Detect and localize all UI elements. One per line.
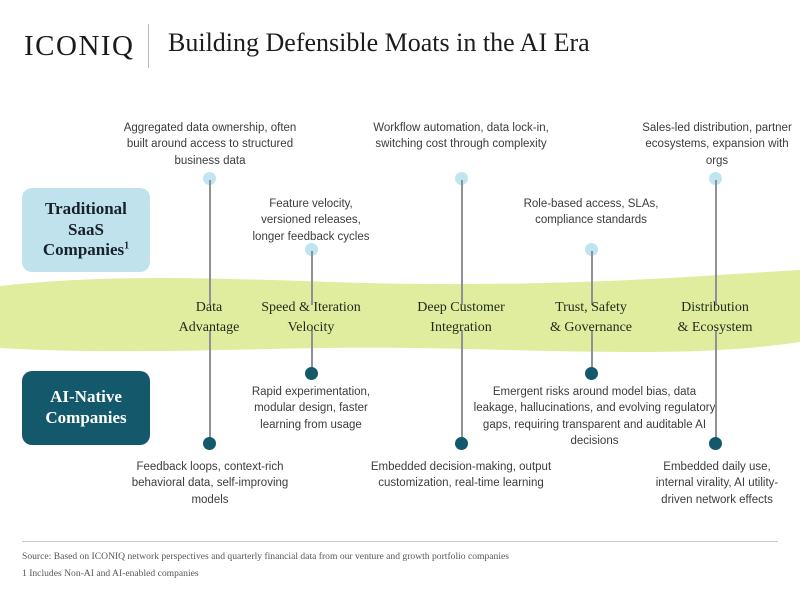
connector-dot-bottom-3	[455, 437, 468, 450]
footer-divider	[22, 541, 778, 542]
connector-line-top-5	[714, 180, 717, 305]
pillar-3-line2: Integration	[430, 319, 492, 335]
category-traditional-line1: Traditional	[45, 198, 127, 218]
connector-line-bottom-2	[310, 330, 313, 372]
pillar-2-line1: Speed & Iteration	[261, 300, 361, 315]
category-traditional-line3: Companies	[42, 240, 125, 260]
pillar-2-line2: Velocity	[287, 319, 335, 335]
connector-dot-bottom-1	[203, 437, 216, 450]
pillar-label-3: Deep Customer Integration	[391, 298, 531, 338]
source-note: Source: Based on ICONIQ network perspect…	[22, 551, 509, 562]
connector-line-top-4	[590, 251, 593, 305]
category-ai-native-line2: Companies	[45, 408, 127, 427]
pillar-label-2: Speed & Iteration Velocity	[241, 298, 381, 338]
connector-line-bottom-3	[460, 330, 463, 442]
pillar-1-line2: Advantage	[178, 319, 240, 335]
connector-dot-bottom-5	[709, 437, 722, 450]
annotation-ai-native-4: Emergent risks around model bias, data l…	[473, 386, 716, 447]
connector-line-top-3	[460, 180, 463, 305]
annotation-traditional-4: Role-based access, SLAs, compliance stan…	[523, 198, 659, 227]
connector-line-bottom-1	[208, 330, 211, 442]
annotation-ai-native-2: Rapid experimentation, modular design, f…	[251, 386, 371, 431]
connector-line-top-1	[208, 180, 211, 305]
annotation-traditional-2: Feature velocity, versioned releases, lo…	[252, 198, 370, 243]
iconiq-logo: ICONIQ	[24, 30, 135, 62]
category-traditional-footnote-marker: 1	[124, 240, 130, 252]
category-traditional-line2: SaaS	[68, 219, 104, 239]
connector-line-top-2	[310, 251, 313, 305]
category-traditional-saas: Traditional SaaS Companies1	[22, 188, 150, 272]
annotation-traditional-1: Aggregated data ownership, often built a…	[123, 122, 297, 167]
pillar-label-4: Trust, Safety & Governance	[521, 298, 661, 338]
annotation-ai-native-1: Feedback loops, context-rich behavioral …	[131, 461, 289, 506]
pillars-band	[0, 268, 800, 358]
annotation-traditional-5: Sales-led distribution, partner ecosyste…	[642, 122, 792, 167]
connector-dot-top-5	[709, 172, 722, 185]
connector-line-bottom-4	[590, 330, 593, 372]
annotation-traditional-3: Workflow automation, data lock-in, switc…	[373, 122, 549, 151]
category-ai-native: AI-Native Companies	[22, 371, 150, 445]
connector-dot-top-4	[585, 243, 598, 256]
pillar-label-5: Distribution & Ecosystem	[645, 298, 785, 338]
pillar-5-line2: & Ecosystem	[677, 319, 753, 335]
pillar-label-1: Data Advantage	[139, 298, 279, 338]
pillar-3-line1: Deep Customer	[417, 300, 505, 315]
annotation-ai-native-3: Embedded decision-making, output customi…	[370, 461, 552, 490]
header-divider	[148, 24, 149, 68]
footnote-1: 1 Includes Non-AI and AI-enabled compani…	[22, 568, 199, 579]
band-shape	[0, 270, 800, 352]
connector-line-bottom-5	[714, 330, 717, 442]
connector-dot-bottom-4	[585, 367, 598, 380]
page-header: ICONIQ Building Defensible Moats in the …	[0, 0, 800, 86]
connector-dot-top-2	[305, 243, 318, 256]
connector-dot-bottom-2	[305, 367, 318, 380]
category-ai-native-line1: AI-Native	[50, 387, 122, 407]
page-title: Building Defensible Moats in the AI Era	[168, 28, 590, 57]
annotation-ai-native-5: Embedded daily use, internal virality, A…	[655, 461, 779, 506]
connector-dot-top-3	[455, 172, 468, 185]
connector-dot-top-1	[203, 172, 216, 185]
pillar-5-line1: Distribution	[681, 300, 749, 315]
pillar-1-line1: Data	[195, 300, 223, 315]
pillar-4-line1: Trust, Safety	[555, 300, 627, 315]
pillar-4-line2: & Governance	[549, 319, 633, 335]
